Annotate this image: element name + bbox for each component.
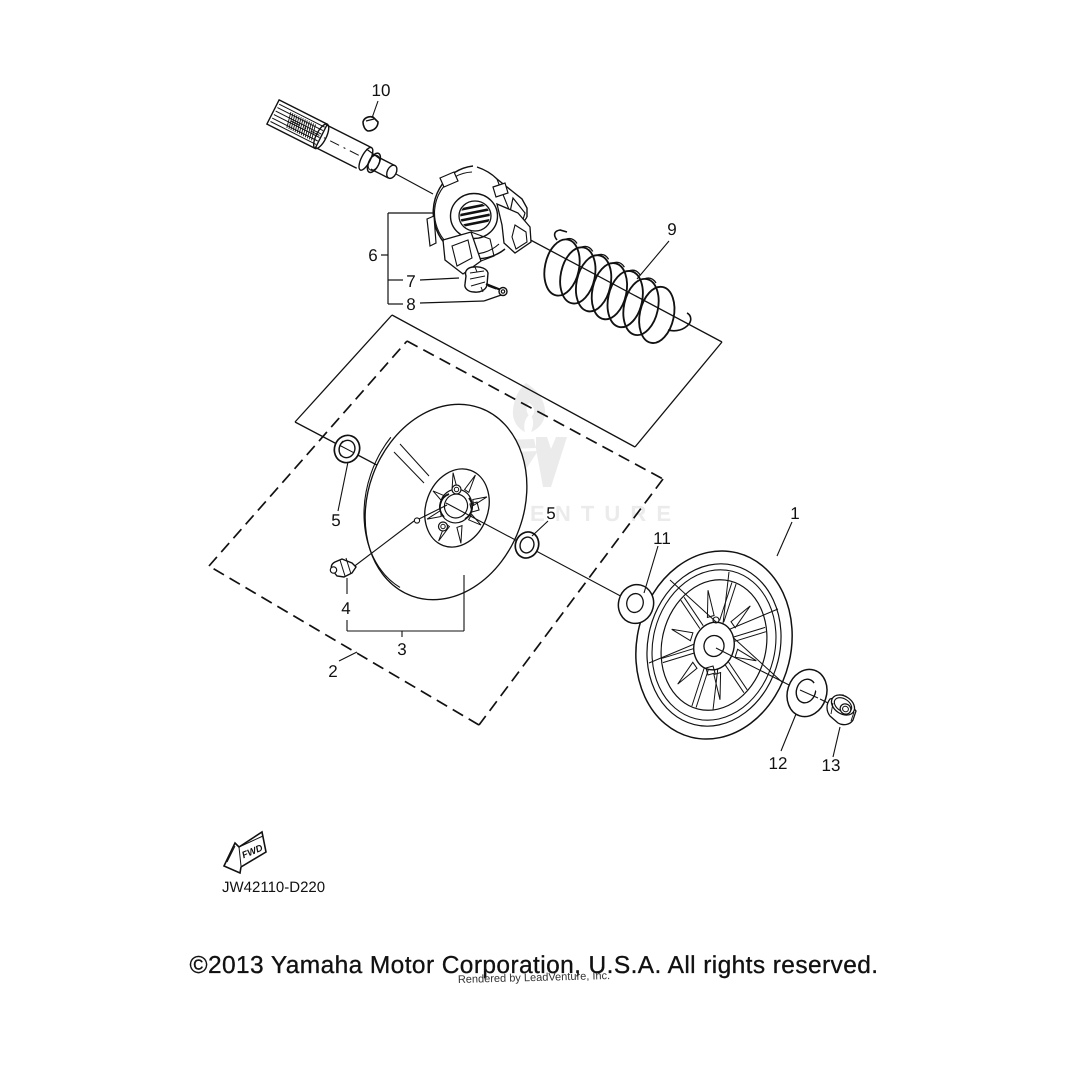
svg-text:13: 13: [822, 756, 841, 775]
svg-text:3: 3: [397, 640, 406, 659]
svg-text:12: 12: [769, 754, 788, 773]
svg-text:5: 5: [331, 511, 340, 530]
svg-text:2: 2: [328, 662, 337, 681]
svg-text:1: 1: [790, 504, 799, 523]
svg-text:JW42110-D220: JW42110-D220: [222, 879, 325, 896]
svg-text:8: 8: [406, 295, 415, 314]
svg-text:Rendered by LeadVenture, Inc.: Rendered by LeadVenture, Inc.: [458, 970, 611, 986]
svg-text:©2013 Yamaha Motor Corporation: ©2013 Yamaha Motor Corporation, U.S.A. A…: [190, 952, 879, 979]
svg-text:9: 9: [667, 220, 676, 239]
svg-text:6: 6: [368, 246, 377, 265]
svg-text:11: 11: [653, 529, 671, 548]
svg-text:5: 5: [546, 504, 555, 523]
svg-text:10: 10: [372, 81, 391, 100]
svg-text:4: 4: [341, 599, 350, 618]
svg-text:7: 7: [406, 272, 415, 291]
